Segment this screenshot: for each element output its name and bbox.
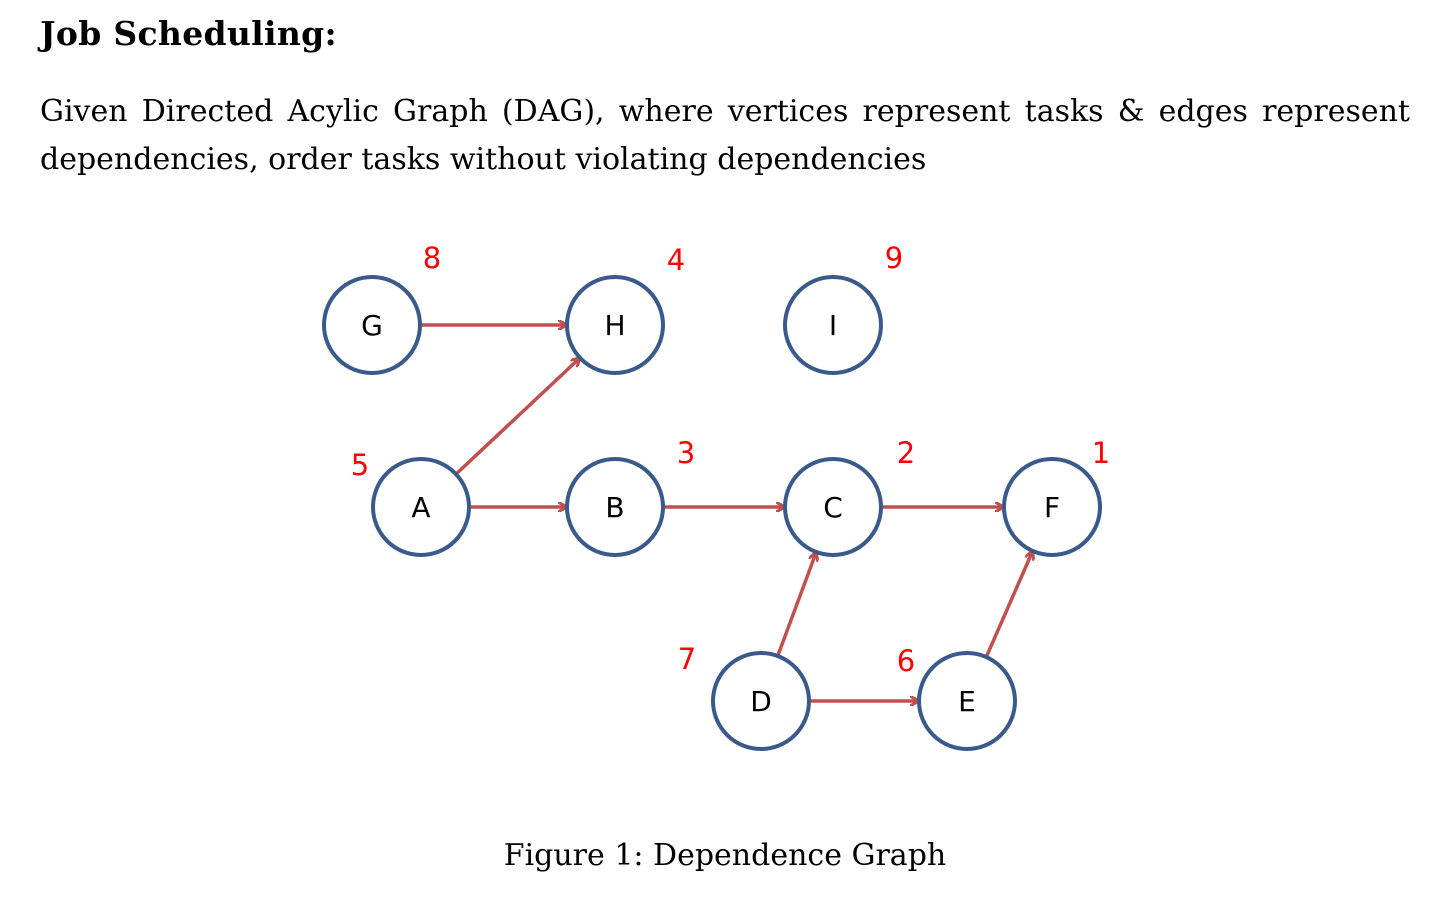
order-number-label: 8	[423, 241, 441, 275]
node-circle	[565, 457, 665, 557]
node-circle	[322, 275, 422, 375]
description-paragraph: Given Directed Acylic Graph (DAG), where…	[40, 94, 1410, 177]
figure-caption: Figure 1: Dependence Graph	[503, 838, 947, 873]
order-number-label: 5	[351, 448, 369, 482]
edge-e-to-f	[984, 552, 1032, 658]
node-d: D7	[678, 642, 811, 751]
edges-layer	[420, 325, 1032, 701]
order-number-label: 2	[897, 436, 915, 470]
edge-d-to-c	[776, 553, 816, 657]
node-circle	[371, 457, 471, 557]
node-label: G	[361, 309, 383, 342]
order-number-label: 1	[1092, 436, 1110, 470]
node-circle	[565, 275, 665, 375]
node-label: D	[750, 685, 772, 718]
node-b: B3	[565, 436, 695, 557]
node-label: C	[823, 491, 843, 524]
node-label: H	[604, 309, 625, 342]
order-number-label: 7	[678, 642, 696, 676]
node-circle	[917, 651, 1017, 751]
node-f: F1	[1002, 436, 1110, 557]
node-e: E6	[897, 644, 1017, 751]
node-h: H4	[565, 243, 685, 375]
node-circle	[711, 651, 811, 751]
node-label: F	[1044, 491, 1060, 524]
order-number-label: 4	[667, 243, 685, 277]
order-number-label: 6	[897, 644, 915, 678]
node-label: E	[958, 685, 976, 718]
node-circle	[783, 457, 883, 557]
node-label: B	[605, 491, 624, 524]
node-i: I9	[783, 241, 903, 375]
node-label: A	[411, 491, 430, 524]
node-circle	[1002, 457, 1102, 557]
node-c: C2	[783, 436, 915, 557]
node-a: A5	[351, 448, 471, 557]
node-circle	[783, 275, 883, 375]
node-g: G8	[322, 241, 441, 375]
order-number-label: 3	[677, 436, 695, 470]
node-label: I	[829, 309, 837, 342]
page-heading: Job Scheduling:	[40, 14, 337, 53]
edge-a-to-h	[454, 359, 579, 476]
order-number-label: 9	[885, 241, 903, 275]
